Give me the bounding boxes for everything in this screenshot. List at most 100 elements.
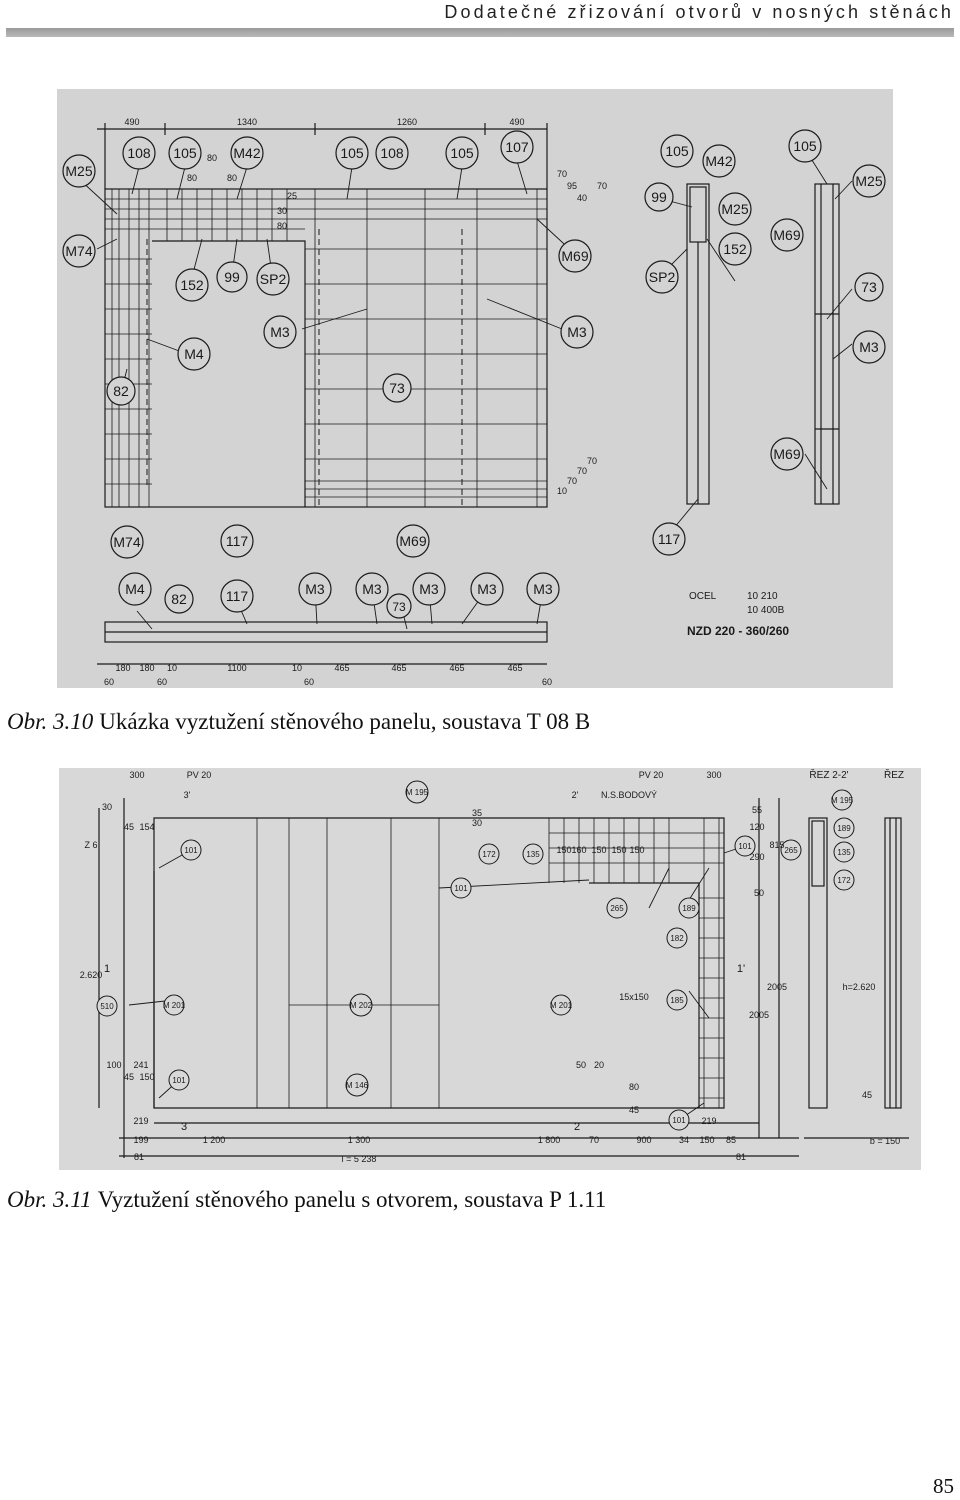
dim-label: 150: [591, 845, 606, 855]
dim-label: 60: [104, 677, 114, 687]
dim-label: 25: [287, 191, 297, 201]
header-rule: [6, 28, 954, 37]
dim-label: 300: [706, 770, 721, 780]
dim-label: 80: [277, 221, 287, 231]
dim-label: l = 5 238: [342, 1154, 377, 1164]
callout-label: 105: [793, 138, 817, 154]
dim-label: 490: [509, 117, 524, 127]
dim-label: 80: [227, 173, 237, 183]
dim-label: 60: [157, 677, 167, 687]
dim-label: 81: [736, 1152, 746, 1162]
dim-label: 50: [754, 888, 764, 898]
dim-label: h=2.620: [843, 982, 876, 992]
caption-text: Vyztužení stěnového panelu s otvorem, so…: [97, 1187, 607, 1212]
callout-label: 105: [450, 145, 474, 161]
callout-label: 108: [380, 145, 404, 161]
callout-label: SP2: [260, 271, 287, 287]
callout-label: M25: [855, 173, 882, 189]
callout-label: M25: [721, 201, 748, 217]
dim-label: 1100: [227, 663, 246, 673]
callout-label: M3: [567, 324, 587, 340]
dim-label: 100: [106, 1060, 121, 1070]
dim-label: 490: [124, 117, 139, 127]
dim-label: 160: [571, 845, 586, 855]
callout-label: M 146: [346, 1081, 369, 1090]
dim-label: 150: [611, 845, 626, 855]
callout-label: 73: [392, 600, 406, 614]
callout-label: 101: [454, 884, 468, 893]
dim-label: 1 200: [203, 1135, 226, 1145]
dim-label: 30: [277, 206, 287, 216]
dim-label: 150: [556, 845, 571, 855]
callout-label: M42: [233, 145, 260, 161]
callout-label: M25: [65, 163, 92, 179]
dim-label: 2: [574, 1121, 580, 1133]
dim-label: 70: [577, 466, 587, 476]
dim-label: 10: [557, 486, 567, 496]
callout-label: 117: [226, 533, 249, 549]
callout-label: 189: [837, 824, 851, 833]
callout-label: M4: [184, 346, 204, 362]
callout-label: 152: [180, 277, 204, 293]
callout-label: M74: [65, 243, 92, 259]
callout-label: M3: [533, 581, 553, 597]
dim-label: 3': [184, 790, 191, 800]
dim-label: 3: [181, 1121, 187, 1133]
spec-line: 10 210: [747, 591, 778, 602]
callout-label: M 201: [550, 1001, 573, 1010]
dim-label: 95: [567, 181, 577, 191]
callout-label: M69: [773, 446, 800, 462]
dim-label: 45: [629, 1105, 639, 1115]
dim-label: 1260: [397, 117, 417, 127]
callout-label: M3: [305, 581, 325, 597]
callout-label: 107: [505, 139, 529, 155]
dim-label: 45: [862, 1090, 872, 1100]
dim-label: ŘEZ 2-2': [809, 768, 848, 781]
caption-number: Obr. 3.11: [7, 1187, 92, 1212]
callout-label: 73: [389, 380, 405, 396]
callout-circles: [62, 129, 886, 619]
callout-label: 117: [226, 588, 249, 604]
dim-label: 150: [699, 1135, 714, 1145]
callout-label: 73: [861, 279, 877, 295]
callout-label: M3: [859, 339, 879, 355]
figure-3-10-drawing: M25 108 105 M42 105 108 105 107 M74 152 …: [57, 89, 893, 688]
dim-label: 34: [679, 1135, 689, 1145]
callout-label: 82: [113, 383, 129, 399]
dim-label: 80: [207, 153, 217, 163]
dim-label: 150: [629, 845, 644, 855]
spec-line: NZD 220 - 360/260: [687, 624, 789, 638]
dim-label: 60: [542, 677, 552, 687]
callout-label: 152: [723, 241, 747, 257]
callout-label: 82: [171, 591, 187, 607]
dim-label: 199: [133, 1135, 148, 1145]
dim-label: 2.620: [80, 970, 103, 980]
callout-label: 172: [837, 876, 851, 885]
callout-label: M69: [773, 227, 800, 243]
dim-label: 70: [597, 181, 607, 191]
dim-label: 180: [115, 663, 130, 673]
callout-label: 185: [670, 996, 684, 1005]
dim-label: 465: [391, 663, 406, 673]
dim-label: b = 150: [870, 1136, 900, 1146]
dim-label: PV 20: [639, 770, 664, 780]
dim-label: 465: [449, 663, 464, 673]
dim-label: 150: [139, 1072, 154, 1082]
callout-label: M3: [270, 324, 290, 340]
dim-label: ŘEZ: [884, 768, 904, 781]
callout-label: M 202: [350, 1001, 373, 1010]
callout-label: M3: [477, 581, 497, 597]
callout-label: 265: [784, 846, 798, 855]
dim-label: 45: [124, 1072, 134, 1082]
dim-label: 815: [769, 840, 784, 850]
callout-label: 108: [127, 145, 151, 161]
callout-label: M74: [113, 534, 140, 550]
caption-number: Obr. 3.10: [7, 709, 94, 734]
dim-label: 60: [304, 677, 314, 687]
dim-label: Z 6: [84, 840, 97, 850]
dim-label: 1: [104, 963, 110, 975]
dim-label: 120: [749, 822, 764, 832]
spec-line: OCEL: [689, 591, 717, 602]
